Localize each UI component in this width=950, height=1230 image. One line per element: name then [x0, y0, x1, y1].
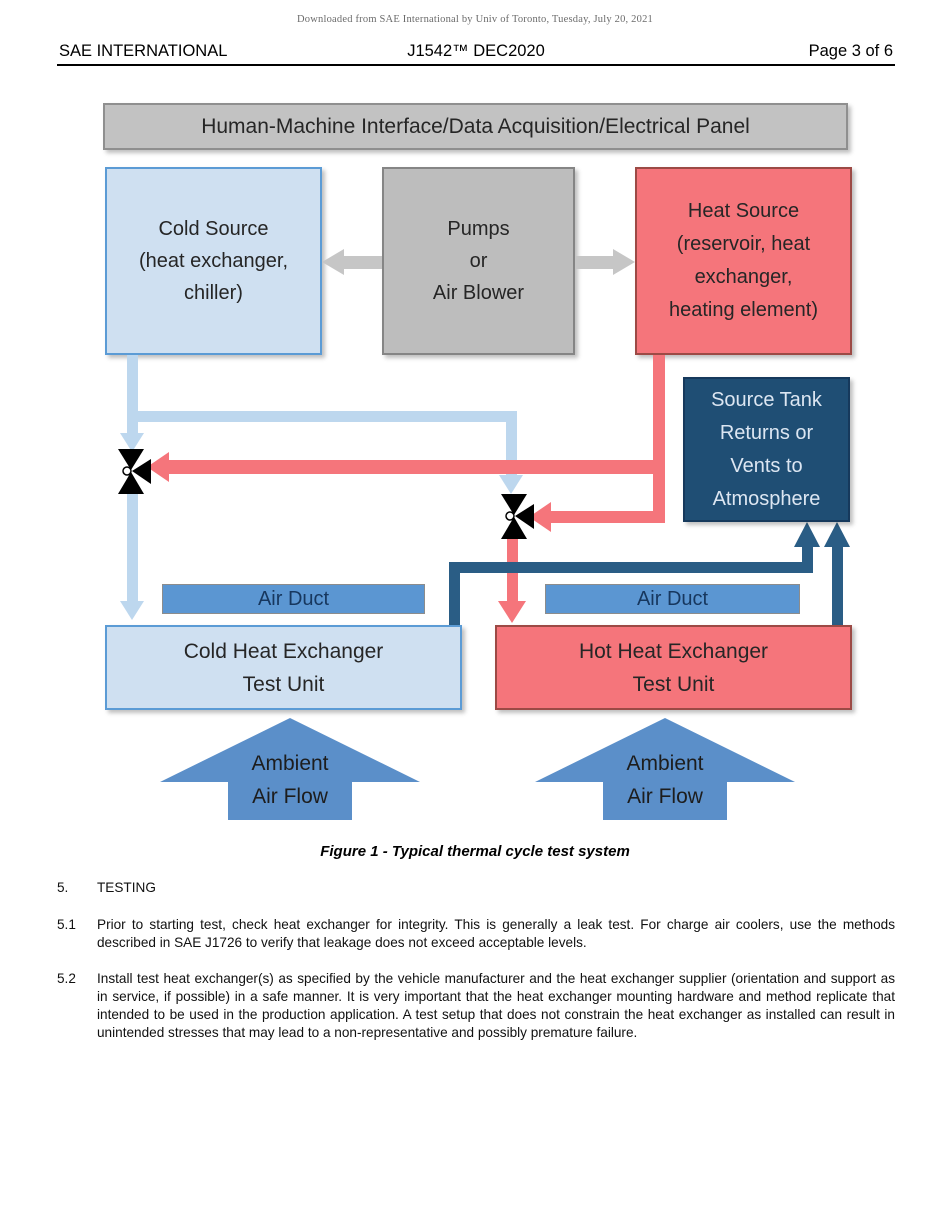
three-way-valve-icon	[501, 494, 534, 539]
ambient-arrow-left-stem	[228, 782, 352, 820]
download-notice: Downloaded from SAE International by Uni…	[297, 14, 653, 25]
cold-flow-arrowhead-2	[499, 475, 523, 494]
cold-flow-arrowhead-1	[120, 433, 144, 452]
return-arrowhead-left	[794, 522, 820, 547]
ambient-arrow-right-stem	[603, 782, 727, 820]
section-heading: 5. TESTING	[57, 879, 895, 897]
section-title: TESTING	[97, 880, 156, 895]
pumps-box: Pumps or Air Blower	[382, 167, 575, 355]
cold-flow-branch-drop	[506, 411, 517, 477]
gray-arrow-left-shaft	[343, 256, 382, 269]
ambient-label-right: Ambient Air Flow	[626, 752, 704, 808]
return-line-cold-vertical	[449, 562, 460, 627]
cold-flow-branch-horizontal	[127, 411, 517, 422]
three-way-valve-icon	[118, 449, 151, 494]
header-org: SAE INTERNATIONAL	[57, 42, 230, 61]
return-line-hot-vertical	[832, 546, 843, 625]
hot-flow-vertical	[653, 355, 665, 523]
paragraph-number: 5.2	[57, 970, 76, 986]
hot-flow-lower-horizontal	[550, 511, 665, 523]
hot-flow-arrowhead-down	[498, 601, 526, 623]
return-line-horizontal	[449, 562, 813, 573]
section-number: 5.	[57, 880, 69, 895]
hot-flow-arrowhead-left-2	[529, 502, 551, 532]
ambient-arrow-right-icon	[535, 718, 795, 782]
hmi-panel-box: Human-Machine Interface/Data Acquisition…	[103, 103, 848, 150]
gray-arrow-right-shaft	[575, 256, 614, 269]
hot-flow-arrowhead-left-1	[147, 452, 169, 482]
paragraph-text: Install test heat exchanger(s) as specif…	[97, 970, 895, 1041]
cold-flow-vertical-lower	[127, 492, 138, 602]
figure-diagram: Human-Machine Interface/Data Acquisition…	[103, 103, 852, 820]
page-header: J1542™ DEC2020 SAE INTERNATIONAL Page 3 …	[57, 42, 895, 66]
header-doc-number: J1542™ DEC2020	[407, 42, 545, 60]
cold-flow-vertical-upper	[127, 355, 138, 435]
paragraph-5-1: 5.1 Prior to starting test, check heat e…	[57, 916, 895, 952]
air-duct-left: Air Duct	[162, 584, 425, 614]
source-tank-box: Source Tank Returns or Vents to Atmosphe…	[683, 377, 850, 522]
gray-arrow-right-icon	[613, 249, 635, 275]
hot-flow-main-horizontal	[168, 460, 665, 474]
hot-test-unit-box: Hot Heat Exchanger Test Unit	[495, 625, 852, 710]
paragraph-5-2: 5.2 Install test heat exchanger(s) as sp…	[57, 970, 895, 1043]
header-page-number: Page 3 of 6	[806, 42, 895, 61]
heat-source-box: Heat Source (reservoir, heat exchanger, …	[635, 167, 852, 355]
return-arrowhead-right	[824, 522, 850, 547]
gray-arrow-left-icon	[322, 249, 344, 275]
return-line-up-left	[802, 546, 813, 573]
figure-caption: Figure 1 - Typical thermal cycle test sy…	[320, 843, 630, 860]
paragraph-number: 5.1	[57, 917, 76, 933]
ambient-arrow-left-icon	[160, 718, 420, 782]
air-duct-right: Air Duct	[545, 584, 800, 614]
cold-test-unit-box: Cold Heat Exchanger Test Unit	[105, 625, 462, 710]
cold-flow-arrowhead-3	[120, 601, 144, 620]
paragraph-text: Prior to starting test, check heat excha…	[97, 917, 895, 951]
body-text: 5. TESTING 5.1 Prior to starting test, c…	[57, 879, 895, 1059]
cold-source-box: Cold Source (heat exchanger, chiller)	[105, 167, 322, 355]
ambient-label-left: Ambient Air Flow	[251, 752, 329, 808]
